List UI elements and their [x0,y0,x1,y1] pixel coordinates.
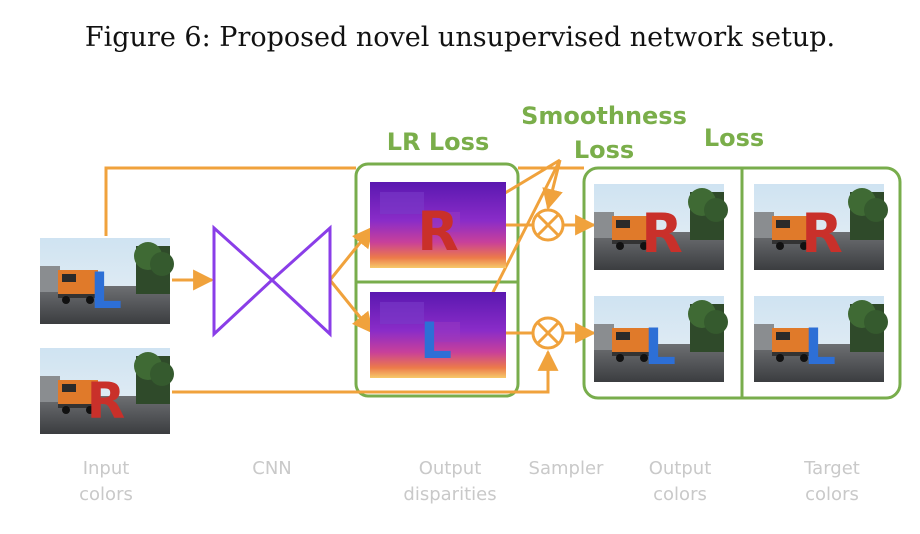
sampler-bottom [531,316,565,350]
output-colors-label-1: Output [649,458,712,479]
target-letter-left: L [804,318,836,376]
target-colors-label-1: Target [803,458,860,479]
connection-arrows [104,158,597,394]
lr-loss-label: LR Loss [387,128,489,156]
disparity-letter-left: L [420,312,452,370]
input-letter-right: R [87,372,126,430]
output-disparities-label-2: disparities [403,484,496,505]
loss-label: Loss [704,124,764,152]
sampler-top [531,208,565,242]
smoothness-label: Smoothness [521,102,687,130]
cnn-label: CNN [252,458,292,479]
input-image-left: L [40,238,174,324]
disparity-letter-right: R [417,200,459,263]
sampler-label: Sampler [529,458,604,479]
input-colors-label-1: Input [83,458,130,479]
output-image-right: R [594,184,728,270]
input-colors-label-2: colors [79,484,133,505]
output-image-left: L [594,296,728,382]
target-image-left: L [754,296,888,382]
target-colors-label-2: colors [805,484,859,505]
smoothness-loss-label: Loss [574,136,634,164]
disparity-box [354,162,520,398]
output-letter-right: R [641,202,683,265]
input-letter-left: L [90,262,122,320]
output-colors-label-2: colors [653,484,707,505]
output-disparities-label-1: Output [419,458,482,479]
input-image-right: R [40,348,174,434]
output-letter-left: L [644,318,676,376]
target-letter-right: R [801,202,843,265]
target-image-right: R [754,184,888,270]
figure-caption: Figure 6: Proposed novel unsupervised ne… [84,22,836,53]
disparity-map-left: L [370,292,506,378]
cnn-block [212,224,332,338]
disparity-map-right: R [370,182,506,268]
